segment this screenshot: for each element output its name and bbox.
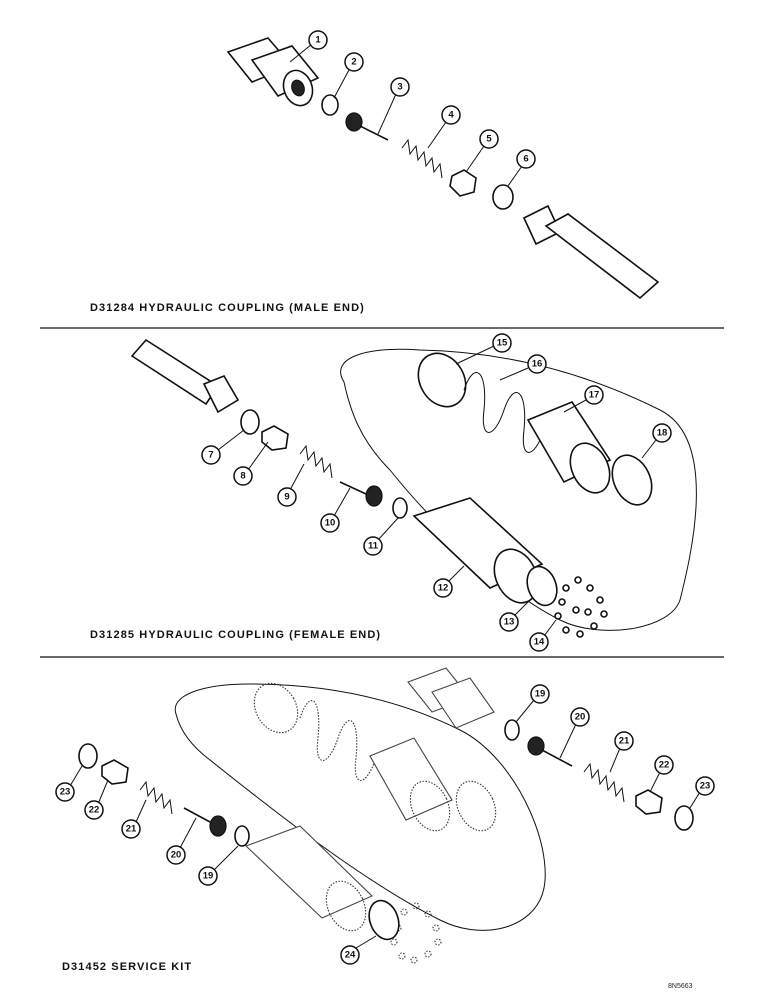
callout-2: 2 — [333, 52, 364, 99]
callout-17: 17 — [563, 385, 604, 413]
callout-14: 14 — [529, 619, 557, 652]
callout-3: 3 — [377, 77, 410, 135]
svg-text:24: 24 — [345, 950, 356, 961]
part-10-valve-poppet — [339, 481, 383, 507]
kit-20b-valve-poppet — [183, 807, 227, 837]
svg-text:23: 23 — [700, 781, 711, 792]
assembly-envelope-outline — [340, 348, 697, 631]
svg-text:20: 20 — [171, 850, 182, 861]
callout-23-lower: 23 — [55, 765, 83, 802]
female-hose-fitting — [130, 338, 240, 414]
kit-19a-o-ring — [504, 719, 520, 741]
part-6-snap-ring — [492, 184, 514, 210]
part-1-coupling-body — [226, 37, 320, 107]
kit-24-o-ring — [368, 899, 400, 941]
svg-text:7: 7 — [208, 450, 213, 461]
kit-21a-spring — [583, 762, 625, 803]
part-5-retainer — [449, 169, 477, 197]
svg-text:8: 8 — [240, 471, 245, 482]
kit-23a-snap-ring — [674, 805, 694, 831]
kit-23b-snap-ring — [78, 743, 98, 769]
callout-24: 24 — [340, 935, 377, 965]
callout-21-lower: 21 — [121, 799, 147, 839]
callout-1: 1 — [289, 30, 328, 63]
female-end-section: 7 8 9 10 11 12 13 — [90, 333, 697, 652]
svg-text:15: 15 — [497, 338, 508, 349]
callout-15: 15 — [455, 333, 512, 365]
male-end-caption: D31284 HYDRAULIC COUPLING (MALE END) — [90, 302, 365, 314]
svg-text:19: 19 — [535, 689, 546, 700]
callout-22-lower: 22 — [84, 779, 109, 820]
service-kit-section: 19 20 21 22 23 23 22 — [55, 667, 715, 990]
svg-text:4: 4 — [448, 110, 454, 121]
callout-19-lower: 19 — [198, 845, 239, 886]
svg-text:19: 19 — [203, 871, 214, 882]
figure-code: 8N5663 — [668, 983, 693, 990]
callout-8: 8 — [233, 441, 269, 486]
male-hose-fitting — [522, 204, 660, 300]
svg-text:10: 10 — [325, 518, 336, 529]
svg-text:2: 2 — [351, 57, 356, 68]
callout-6: 6 — [507, 149, 536, 187]
svg-text:20: 20 — [575, 712, 586, 723]
svg-text:22: 22 — [89, 805, 100, 816]
part-12-female-body — [412, 497, 544, 604]
female-end-caption: D31285 HYDRAULIC COUPLING (FEMALE END) — [90, 629, 381, 641]
callout-7: 7 — [201, 429, 245, 465]
callout-5: 5 — [465, 129, 499, 173]
svg-text:18: 18 — [657, 428, 668, 439]
svg-text:14: 14 — [534, 637, 545, 648]
part-4-spring — [401, 138, 443, 179]
svg-text:16: 16 — [532, 359, 543, 370]
callout-12: 12 — [433, 565, 465, 598]
svg-text:13: 13 — [504, 617, 515, 628]
svg-text:9: 9 — [284, 492, 289, 503]
male-end-section: 1 2 3 4 5 6 D31284 HYDRAULIC COUPLING (M — [90, 30, 660, 314]
part-17-sleeve — [526, 401, 612, 494]
part-7-snap-ring — [240, 409, 260, 435]
part-3-valve-poppet — [345, 112, 389, 141]
callout-11: 11 — [363, 517, 399, 556]
callout-10: 10 — [320, 487, 351, 533]
part-15-ring — [417, 352, 467, 408]
kit-20a-valve-poppet — [527, 736, 573, 767]
callout-23-upper: 23 — [689, 776, 715, 809]
callout-22-upper: 22 — [649, 755, 674, 793]
kit-19b-o-ring — [234, 825, 250, 847]
svg-text:11: 11 — [368, 541, 379, 552]
service-kit-caption: D31452 SERVICE KIT — [62, 961, 192, 973]
callout-13: 13 — [499, 597, 533, 632]
svg-text:21: 21 — [126, 824, 137, 835]
svg-text:22: 22 — [659, 760, 670, 771]
svg-text:1: 1 — [315, 35, 321, 46]
kit-22a-retainer — [635, 789, 663, 815]
callout-20-lower: 20 — [166, 817, 197, 865]
callout-19-upper: 19 — [515, 684, 550, 723]
svg-text:5: 5 — [486, 134, 492, 145]
svg-text:12: 12 — [438, 583, 449, 594]
part-16-spring — [463, 372, 545, 453]
svg-text:6: 6 — [523, 154, 528, 165]
svg-text:23: 23 — [60, 787, 71, 798]
part-18-ring — [611, 454, 653, 506]
part-14-balls — [554, 576, 608, 638]
svg-text:17: 17 — [589, 390, 600, 401]
callout-18: 18 — [641, 423, 672, 459]
kit-22b-retainer — [101, 759, 129, 785]
kit-21b-spring — [139, 780, 173, 815]
callout-16: 16 — [499, 354, 547, 381]
callout-21-upper: 21 — [609, 731, 634, 773]
part-13-o-ring — [526, 565, 558, 607]
part-11-o-ring — [392, 497, 408, 519]
callout-4: 4 — [427, 105, 461, 149]
ghost-parts-group — [244, 667, 497, 964]
svg-text:3: 3 — [397, 82, 402, 93]
svg-text:21: 21 — [619, 736, 630, 747]
callout-9: 9 — [277, 463, 305, 507]
part-8-retainer — [261, 425, 289, 451]
callout-20-upper: 20 — [559, 707, 590, 759]
part-9-spring — [299, 444, 333, 479]
part-2-o-ring — [321, 94, 339, 116]
